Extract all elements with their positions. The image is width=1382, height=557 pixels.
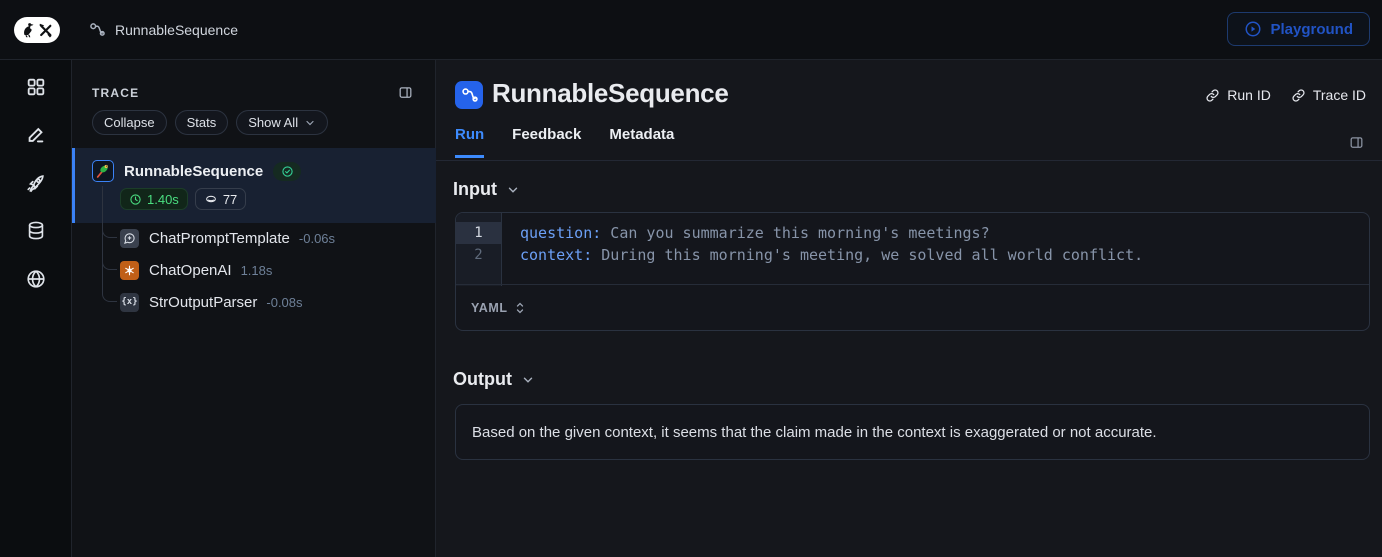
openai-logo-icon <box>120 260 139 280</box>
run-detail-panel: RunnableSequence Run ID Trace ID Run Fee… <box>436 60 1382 557</box>
clock-icon <box>130 193 141 205</box>
breadcrumb-label: RunnableSequence <box>115 22 238 38</box>
langsmith-logo[interactable] <box>14 17 60 43</box>
nav-datasets-icon[interactable] <box>16 218 56 244</box>
yaml-value: Can you summarize this morning's meeting… <box>601 224 990 242</box>
tab-metadata[interactable]: Metadata <box>609 126 675 143</box>
output-text: Based on the given context, it seems tha… <box>472 423 1157 441</box>
collapse-button-label: Collapse <box>104 115 155 130</box>
format-select[interactable]: YAML <box>471 301 526 315</box>
check-circle-icon <box>282 165 293 177</box>
token-count-value: 77 <box>222 191 238 207</box>
success-status-badge <box>273 161 302 181</box>
yaml-value: During this morning's meeting, we solved… <box>592 246 1144 264</box>
output-section-toggle[interactable]: Output <box>453 369 535 390</box>
braces-glyph: {x} <box>121 297 138 307</box>
playground-label: Playground <box>1270 20 1353 38</box>
yaml-key: question: <box>520 224 602 242</box>
top-bar: RunnableSequence Playground <box>0 0 1382 60</box>
page-title: RunnableSequence <box>492 78 729 108</box>
chat-bubble-icon <box>120 228 139 248</box>
format-select-value: YAML <box>471 300 508 315</box>
stats-button[interactable]: Stats <box>174 110 229 135</box>
latency-badge: 1.40s <box>120 188 188 210</box>
token-coin-icon <box>205 195 216 203</box>
show-all-dropdown[interactable]: Show All <box>236 110 329 135</box>
run-id-link[interactable]: Run ID <box>1205 87 1271 103</box>
trace-root-stats: 1.40s 77 <box>120 188 247 210</box>
yaml-key: context: <box>520 246 593 264</box>
tree-elbow <box>102 286 117 302</box>
parrot-and-tools-icon <box>24 23 52 38</box>
collapse-button[interactable]: Collapse <box>92 110 167 135</box>
chevron-down-icon <box>506 183 520 197</box>
trace-row-chatopenai[interactable]: ChatOpenAI 1.18s <box>72 254 436 286</box>
run-type-sequence-icon <box>455 81 483 109</box>
play-circle-icon <box>1245 21 1261 37</box>
trace-row-runnablesequence[interactable]: RunnableSequence 1.40s <box>72 148 436 223</box>
trace-panel: TRACE Collapse Stats Show All <box>72 60 436 557</box>
playground-button[interactable]: Playground <box>1227 12 1370 46</box>
parrot-run-icon <box>92 160 114 182</box>
latency-value: 1.40s <box>147 191 179 207</box>
trace-child-time: -0.06s <box>298 230 336 246</box>
trace-child-time: -0.08s <box>266 294 303 310</box>
yaml-code-block[interactable]: 1 2 question: Can you summarize this mor… <box>456 213 1369 286</box>
tab-run[interactable]: Run <box>455 126 485 158</box>
code-lines: question: Can you summarize this morning… <box>502 213 1369 286</box>
trace-root-header: RunnableSequence <box>92 160 302 182</box>
id-links: Run ID Trace ID <box>1205 87 1366 103</box>
tree-connector-line <box>102 186 103 286</box>
nav-rocket-icon[interactable] <box>16 170 56 196</box>
sequence-icon <box>88 21 106 39</box>
show-all-label: Show All <box>248 115 299 130</box>
input-heading: Input <box>453 179 497 199</box>
chevron-down-icon <box>304 117 316 129</box>
input-code-card: 1 2 question: Can you summarize this mor… <box>455 212 1370 331</box>
collapse-side-panel-icon[interactable] <box>1349 135 1364 150</box>
output-card: Based on the given context, it seems tha… <box>455 404 1370 460</box>
input-card-footer: YAML <box>456 284 1369 330</box>
tab-feedback[interactable]: Feedback <box>512 126 582 143</box>
trace-child-label: ChatPromptTemplate <box>149 229 290 247</box>
trace-toolbar: Collapse Stats Show All <box>92 110 329 135</box>
updown-chevrons-icon <box>516 302 523 313</box>
trace-id-link[interactable]: Trace ID <box>1291 87 1366 103</box>
nav-apps-icon[interactable] <box>16 74 56 100</box>
left-icon-rail <box>0 60 72 557</box>
tree-elbow <box>102 222 117 238</box>
nav-annotation-icon[interactable] <box>16 122 56 148</box>
code-line: context: During this morning's meeting, … <box>520 244 1369 266</box>
input-section-toggle[interactable]: Input <box>453 179 520 200</box>
trace-id-label: Trace ID <box>1312 87 1366 103</box>
line-number-gutter: 1 2 <box>456 213 502 286</box>
trace-panel-title: TRACE <box>92 86 140 100</box>
stats-button-label: Stats <box>186 115 217 130</box>
token-count-badge: 77 <box>194 188 247 210</box>
run-id-label: Run ID <box>1227 87 1271 103</box>
line-number: 2 <box>474 247 483 263</box>
trace-row-stroutputparser[interactable]: {x} StrOutputParser -0.08s <box>72 286 436 318</box>
line-number: 1 <box>456 222 501 244</box>
nav-hub-globe-icon[interactable] <box>16 266 56 292</box>
trace-child-time: 1.18s <box>240 262 273 278</box>
trace-row-chatprompttemplate[interactable]: ChatPromptTemplate -0.06s <box>72 222 436 254</box>
output-heading: Output <box>453 369 512 389</box>
tab-bar-divider <box>436 160 1382 161</box>
code-line: question: Can you summarize this morning… <box>520 222 1369 244</box>
trace-child-label: StrOutputParser <box>149 293 258 311</box>
trace-root-label: RunnableSequence <box>124 162 264 180</box>
trace-child-label: ChatOpenAI <box>149 261 232 279</box>
link-icon <box>1292 88 1305 102</box>
breadcrumb[interactable]: RunnableSequence <box>88 0 238 60</box>
chevron-down-icon <box>521 373 535 387</box>
tab-bar: Run Feedback Metadata <box>455 126 674 158</box>
tree-elbow <box>102 254 117 270</box>
collapse-panel-icon[interactable] <box>398 85 413 100</box>
braces-parser-icon: {x} <box>120 292 139 312</box>
link-icon <box>1206 88 1219 102</box>
